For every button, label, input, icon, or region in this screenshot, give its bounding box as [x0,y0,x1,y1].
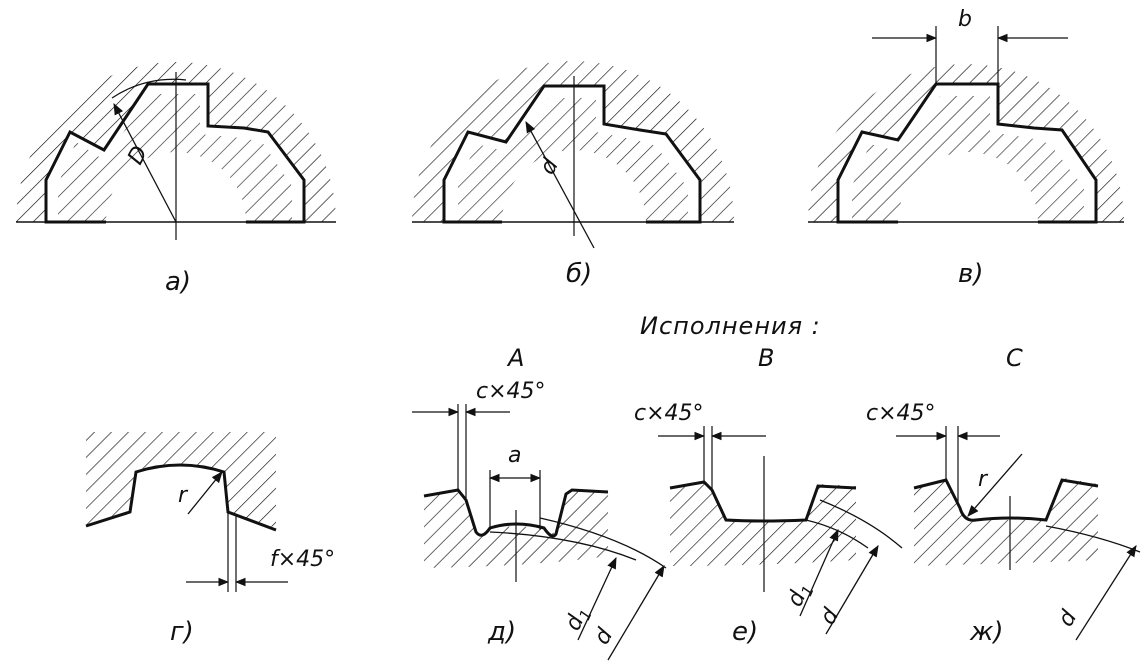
dim-line-d [825,544,879,635]
dim-text-d: d [1054,606,1083,631]
dim-line-d [525,120,595,249]
dim-line-d [1075,545,1137,641]
dim-line-r [967,453,1023,517]
dim-arc-D [111,78,187,99]
dim-text-d: d [590,624,619,649]
figure-label-d: д) [487,617,516,647]
dim-text-c: c×45° [634,401,704,426]
view-d-variant-a: c×45° a d1 d д) [412,379,667,661]
outer-arc-d [819,499,903,549]
figure-label-a: а) [165,267,191,297]
view-zh-variant-c: c×45° r d ж) [866,401,1141,647]
variant-label-a: А [506,344,525,372]
slot-profile [85,463,277,532]
view-b-internal-diameter-centering: d б) [412,61,734,294]
dim-line-D [113,102,177,223]
variant-label-b: В [758,344,775,372]
figure-label-v: в) [958,259,983,289]
shaft-outline [913,478,1099,522]
root-arc-d1 [489,531,637,561]
outer-arc-d [539,517,667,569]
dim-text-c: c×45° [476,379,546,404]
dim-text-r: r [178,483,189,508]
root-arc-d1 [805,519,869,549]
dim-text-b: b [958,7,972,32]
figure-label-zh: ж) [969,617,1004,647]
dim-text-r: r [978,467,989,492]
dim-line-d1 [577,556,617,641]
dim-text-f: f×45° [270,547,335,572]
view-v-side-centering: b в) [808,7,1124,292]
figure-label-b: б) [566,259,592,289]
dim-line-d [607,564,665,661]
dim-text-c: c×45° [866,401,936,426]
figure-label-g: г) [170,617,194,647]
shaft-outline [669,480,857,523]
shaft-section [914,478,1098,566]
figure-label-e: е) [732,617,758,647]
view-e-variant-b: c×45° d1 d е) [634,401,903,647]
dim-line-d1 [799,528,839,617]
view-a-external-diameter-centering: D а) [16,62,336,297]
dim-text-d: d [816,604,845,629]
view-g-hub-slot-fillet: r f×45° г) [85,432,335,647]
dim-text-d1: d1 [561,603,596,636]
hub-section [86,432,276,528]
dim-text-d1: d1 [783,579,818,612]
dim-line-r [187,471,223,515]
variants-title: Исполнения : [640,312,821,340]
dim-text-a: a [508,443,521,468]
variant-label-c: С [1006,344,1024,372]
